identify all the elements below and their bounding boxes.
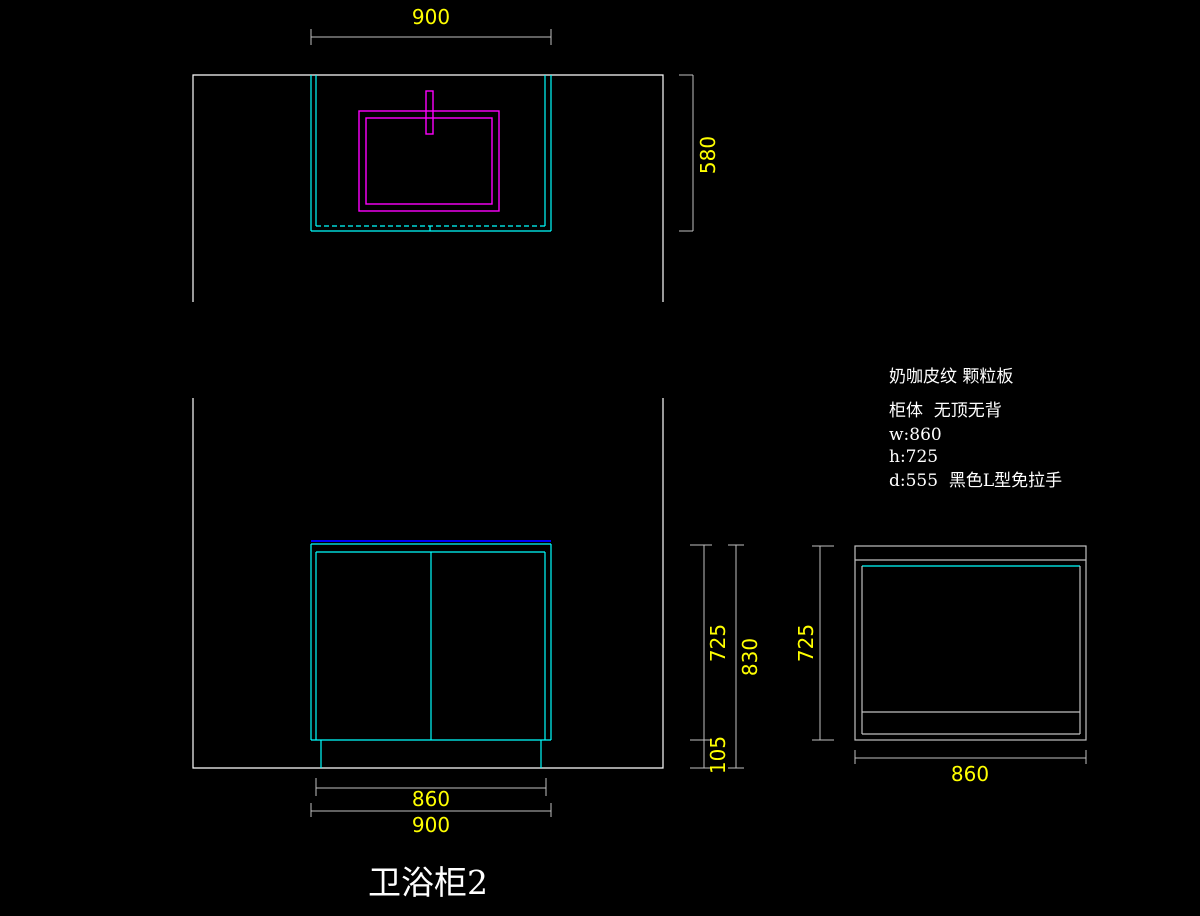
top-view-wall-outline: [192, 74, 664, 302]
front-cabinet-height-label: 725: [706, 624, 730, 662]
front-cabinet-width-label: 860: [412, 787, 450, 811]
note-width: w:860: [889, 425, 942, 445]
note-height: h:725: [889, 447, 939, 467]
note-body: 柜体 无顶无背: [889, 401, 1002, 421]
basin-outline: [358, 110, 500, 212]
note-finish: 奶咖皮纹 颗粒板: [889, 367, 1014, 387]
top-depth-label: 580: [696, 136, 720, 174]
front-cabinet-width-dimension: [315, 778, 547, 796]
faucet-icon: [425, 90, 434, 135]
front-leg-height-label: 105: [706, 736, 730, 774]
top-width-dimension: [310, 29, 552, 45]
top-width-label: 900: [412, 5, 450, 29]
drawing-title: 卫浴柜2: [368, 863, 488, 902]
side-height-label: 725: [794, 624, 818, 662]
front-total-height-label: 830: [738, 638, 762, 676]
front-view: 860 900 725 105 830: [192, 398, 762, 837]
side-width-dimension: [854, 750, 1087, 764]
front-overall-width-dimension: [310, 803, 552, 817]
side-height-dimension: [812, 545, 834, 741]
front-cabinet: [310, 543, 552, 768]
top-depth-dimension: [679, 74, 694, 232]
side-view: 725 860: [794, 545, 1087, 786]
top-view-cabinet: [310, 75, 552, 232]
side-width-label: 860: [951, 762, 989, 786]
side-cabinet: [854, 545, 1087, 741]
note-depth-handle: d:555 黑色L型免拉手: [889, 471, 1063, 491]
front-height-dimensions: [690, 544, 744, 769]
front-view-wall-outline: [192, 398, 664, 769]
top-view: 900 580: [192, 5, 720, 302]
front-overall-width-label: 900: [412, 813, 450, 837]
